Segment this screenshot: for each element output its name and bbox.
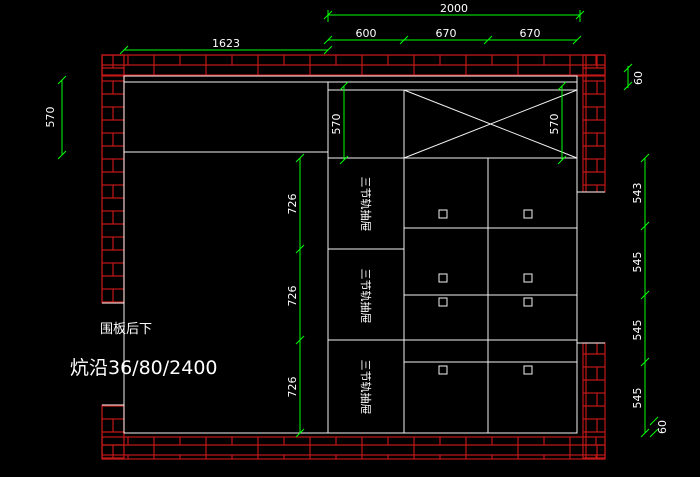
wall-top bbox=[101, 54, 606, 77]
dim-mid-h2: 726 bbox=[286, 286, 299, 307]
dim-seg-c: 670 bbox=[520, 27, 541, 40]
handle bbox=[438, 273, 448, 283]
dim-right-h4: 545 bbox=[631, 388, 644, 409]
dim-right-h1: 543 bbox=[631, 183, 644, 204]
note-spec: 炕沿36/80/2400 bbox=[70, 357, 218, 379]
dim-right-h2: 545 bbox=[631, 252, 644, 273]
wall-bottom bbox=[101, 436, 606, 460]
dim-right-bottom-gap: 60 bbox=[656, 420, 669, 434]
drawer-labels: 三节轨抽屉 三节轨抽屉 三节轨抽屉 bbox=[359, 177, 373, 415]
dim-right-h3: 545 bbox=[631, 320, 644, 341]
drawer-handles bbox=[438, 209, 533, 375]
dim-left-top-height: 570 bbox=[44, 107, 57, 128]
dim-left-width: 1623 bbox=[212, 37, 240, 50]
dim-seg-a: 600 bbox=[356, 27, 377, 40]
wall-left-lower bbox=[101, 404, 125, 460]
brick-walls bbox=[101, 54, 606, 460]
drawer-label-3: 三节轨抽屉 bbox=[359, 360, 373, 415]
cabinet-outline bbox=[102, 75, 605, 434]
dim-overall-width: 2000 bbox=[440, 2, 468, 15]
cross-line-2 bbox=[403, 89, 578, 159]
handle bbox=[523, 209, 533, 219]
handle bbox=[523, 297, 533, 307]
wall-right-upper bbox=[582, 54, 606, 193]
drawer-label-1: 三节轨抽屉 bbox=[359, 177, 373, 232]
dimension-texts: 2000 1623 600 670 670 570 570 570 726 72… bbox=[44, 2, 669, 434]
dim-mid-h1: 726 bbox=[286, 194, 299, 215]
wall-right-lower bbox=[582, 342, 606, 460]
handle bbox=[523, 365, 533, 375]
dim-mid-h3: 726 bbox=[286, 377, 299, 398]
dim-right-top-gap: 60 bbox=[632, 71, 645, 85]
drawer-label-2: 三节轨抽屉 bbox=[359, 269, 373, 324]
handle bbox=[438, 297, 448, 307]
handle bbox=[523, 273, 533, 283]
dim-mid-top-height: 570 bbox=[330, 114, 343, 135]
note-wall-panel: 围板后下 bbox=[100, 322, 152, 337]
dim-right-top-height: 570 bbox=[548, 114, 561, 135]
dimension-lines bbox=[57, 10, 659, 438]
dim-seg-b: 670 bbox=[436, 27, 457, 40]
handle bbox=[438, 365, 448, 375]
wall-left-upper bbox=[101, 54, 125, 304]
handle bbox=[438, 209, 448, 219]
